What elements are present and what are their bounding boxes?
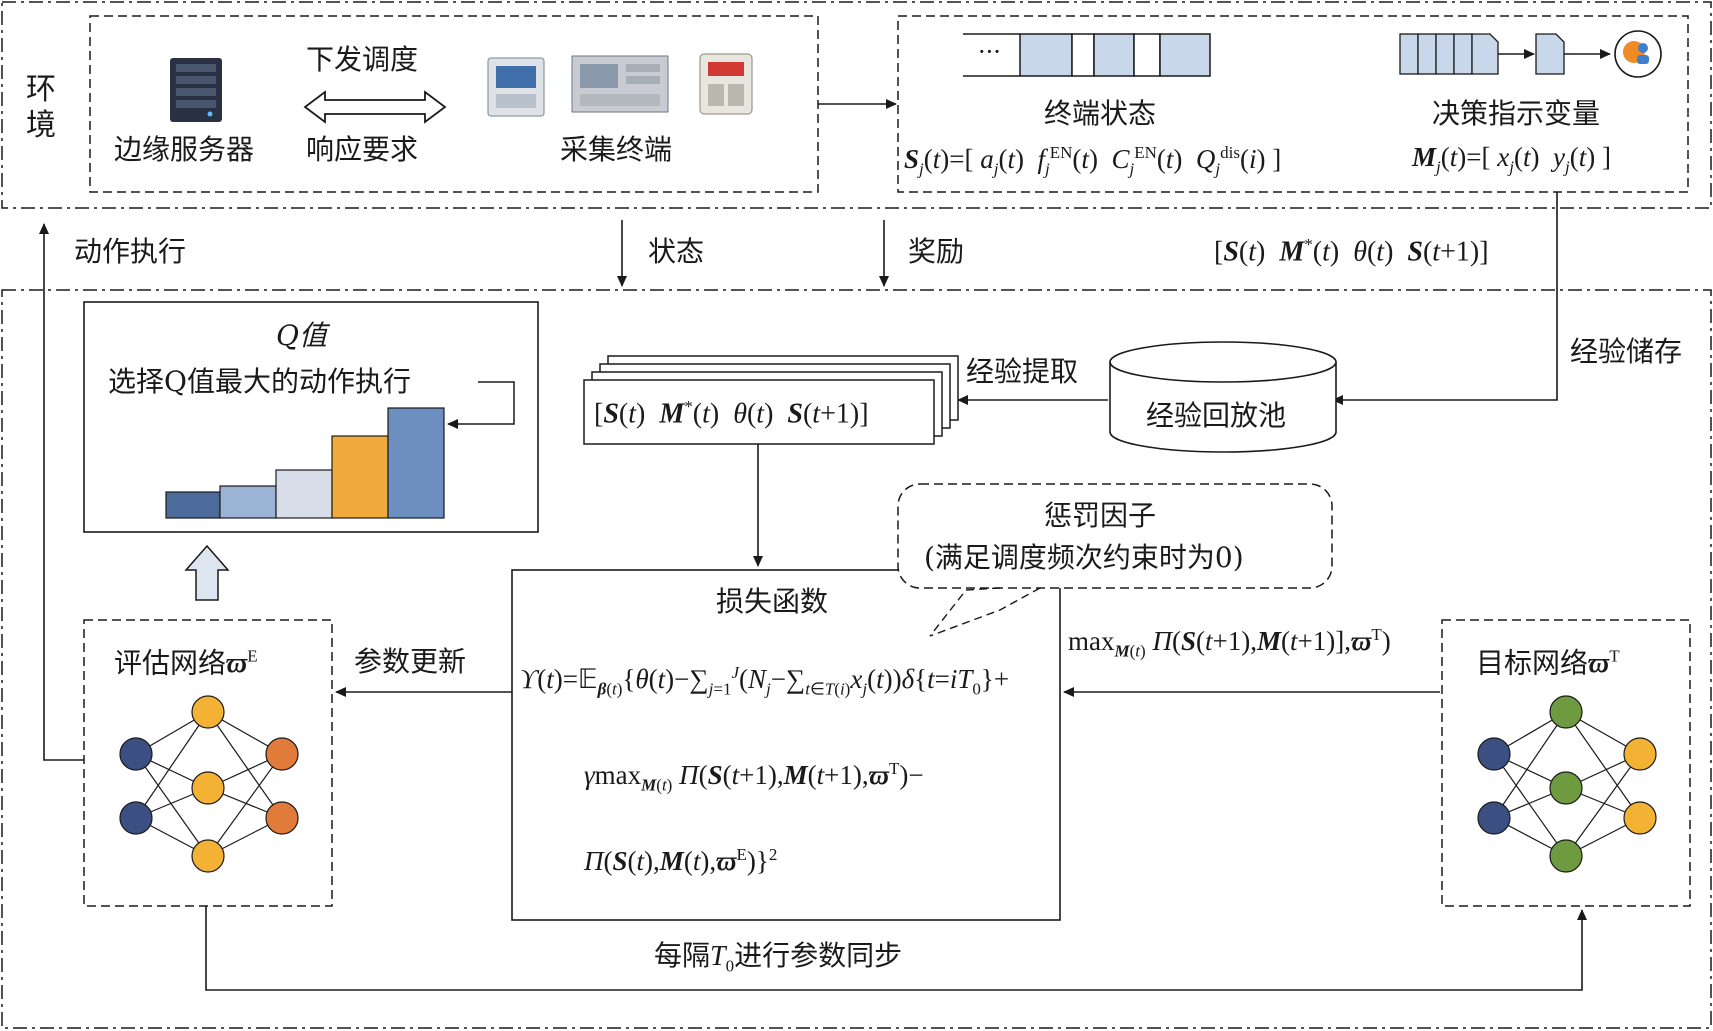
terminal-state-formula: Sj(t)=[ aj(t) fjEN(t) CjEN(t) Qjdis(i) ] [904, 143, 1282, 179]
environment-label: 环 境 [26, 72, 56, 143]
loss-formula-line1: ϒ(t)=𝔼β(t){θ(t)−∑j=1J(Nj−∑t∈T(i)xj(t))δ{… [520, 663, 1010, 699]
bidirectional-arrow [303, 90, 447, 124]
replay-pool-cylinder [1109, 341, 1337, 453]
penalty-title: 惩罚因子 [1044, 499, 1157, 532]
q-bar-1 [165, 491, 221, 519]
sync-prefix: 每隔 [654, 939, 711, 972]
meter-device-icon [487, 57, 545, 117]
sync-arrow [205, 906, 1587, 991]
target-network-text: 目标网络 [1476, 646, 1589, 680]
collect-terminal-label: 采集终端 [560, 133, 673, 166]
q-value-subtitle: 选择Q值最大的动作执行 [108, 365, 411, 398]
terminal-state-queue [963, 33, 1211, 77]
q-value-bars [165, 407, 445, 519]
hollow-up-arrow [184, 544, 230, 601]
eval-network-text: 评估网络 [114, 646, 227, 680]
q-bar-2 [219, 485, 277, 519]
penalty-callout [897, 483, 1333, 589]
state-label: 状态 [648, 235, 705, 268]
q-bar-5 [387, 407, 445, 519]
target-max-term: maxM(t) Π(S(t+1),M(t+1)],ϖT) [1068, 625, 1391, 661]
state-decision-box [897, 15, 1689, 193]
sampled-transition: [S(t) M*(t) θ(t) S(t+1)] [594, 397, 869, 430]
penalty-subtitle: (满足调度频次约束时为0) [924, 541, 1244, 574]
reward-label: 奖励 [908, 235, 965, 268]
experience-extract-label: 经验提取 [966, 355, 1079, 388]
edge-server-label: 边缘服务器 [114, 133, 255, 166]
sync-suffix: 进行参数同步 [734, 939, 903, 972]
q-bar-4 [331, 435, 389, 519]
target-network-label: 目标网络ϖT [1476, 646, 1620, 680]
q-value-title: Q值 [276, 319, 327, 352]
replay-pool-label: 经验回放池 [1146, 399, 1287, 432]
agent-region [1, 289, 1712, 1029]
experience-store-label: 经验储存 [1570, 335, 1683, 368]
loss-function-box [511, 569, 1061, 921]
eval-network-graph [119, 695, 299, 873]
cabinet-device-icon [571, 55, 669, 113]
dispatch-label: 下发调度 [306, 43, 419, 76]
loss-formula-line2: γmaxM(t) Π(S(t+1),M(t+1),ϖT)− [584, 759, 924, 795]
server-icon [170, 58, 222, 122]
eval-network-label: 评估网络ϖE [114, 646, 258, 680]
environment-region [1, 1, 1712, 209]
experience-store-arrow [1332, 192, 1558, 405]
queue-ellipsis: ··· [978, 38, 1001, 66]
q-select-arrow [447, 381, 515, 429]
target-network-graph [1477, 695, 1657, 873]
param-update-label: 参数更新 [354, 645, 467, 678]
decision-title: 决策指示变量 [1432, 97, 1601, 130]
sync-label: 每隔T0进行参数同步 [654, 939, 903, 976]
action-execution-arrow [39, 223, 84, 761]
response-label: 响应要求 [306, 133, 419, 166]
action-label: 动作执行 [74, 235, 187, 268]
terminal-state-title: 终端状态 [1044, 97, 1157, 130]
decision-formula: Mj(t)=[ xj(t) yj(t) ] [1412, 142, 1611, 177]
experience-card-stack [583, 355, 959, 445]
q-bar-3 [275, 469, 333, 519]
loss-formula-line3: Π(S(t),M(t),ϖE)}2 [584, 845, 778, 876]
transition-tuple-top: [S(t) M*(t) θ(t) S(t+1)] [1214, 235, 1489, 268]
decision-queue [1399, 33, 1611, 75]
phone-user-icon [1614, 30, 1662, 78]
terminal-box-icon [699, 53, 753, 115]
loss-title: 损失函数 [716, 585, 829, 618]
